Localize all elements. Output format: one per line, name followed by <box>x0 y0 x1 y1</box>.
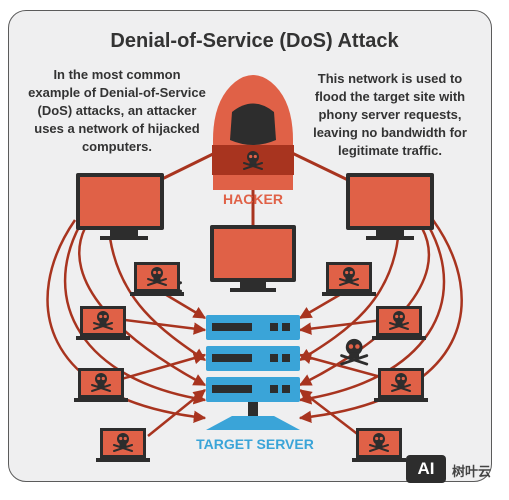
target-server-label: TARGET SERVER <box>196 436 314 452</box>
watermark-ai-icon: AI <box>406 455 446 483</box>
laptop-right-4-icon <box>352 428 406 462</box>
laptop-right-3-icon <box>374 368 428 402</box>
hacker-figure-icon <box>212 75 294 190</box>
diagram-title: Denial-of-Service (DoS) Attack <box>110 30 399 52</box>
laptop-left-2-icon <box>76 306 130 340</box>
watermark-text: 树叶云 <box>452 464 492 479</box>
monitor-right-icon <box>346 173 434 240</box>
monitor-left-icon <box>76 173 182 293</box>
server-stack-icon <box>206 315 300 430</box>
laptop-right-2-icon <box>372 306 426 340</box>
laptop-right-1-icon <box>322 262 376 296</box>
laptop-left-3-icon <box>74 368 128 402</box>
laptop-left-4-icon <box>96 428 150 462</box>
hacker-label: HACKER <box>223 191 283 207</box>
description-left: In the most common example of Denial-of-… <box>28 67 206 154</box>
description-right: This network is used to flood the target… <box>313 71 467 158</box>
laptop-left-1-icon <box>130 262 184 296</box>
watermark-badge: AI 树叶云 <box>406 455 502 485</box>
monitor-center-icon <box>210 225 369 366</box>
